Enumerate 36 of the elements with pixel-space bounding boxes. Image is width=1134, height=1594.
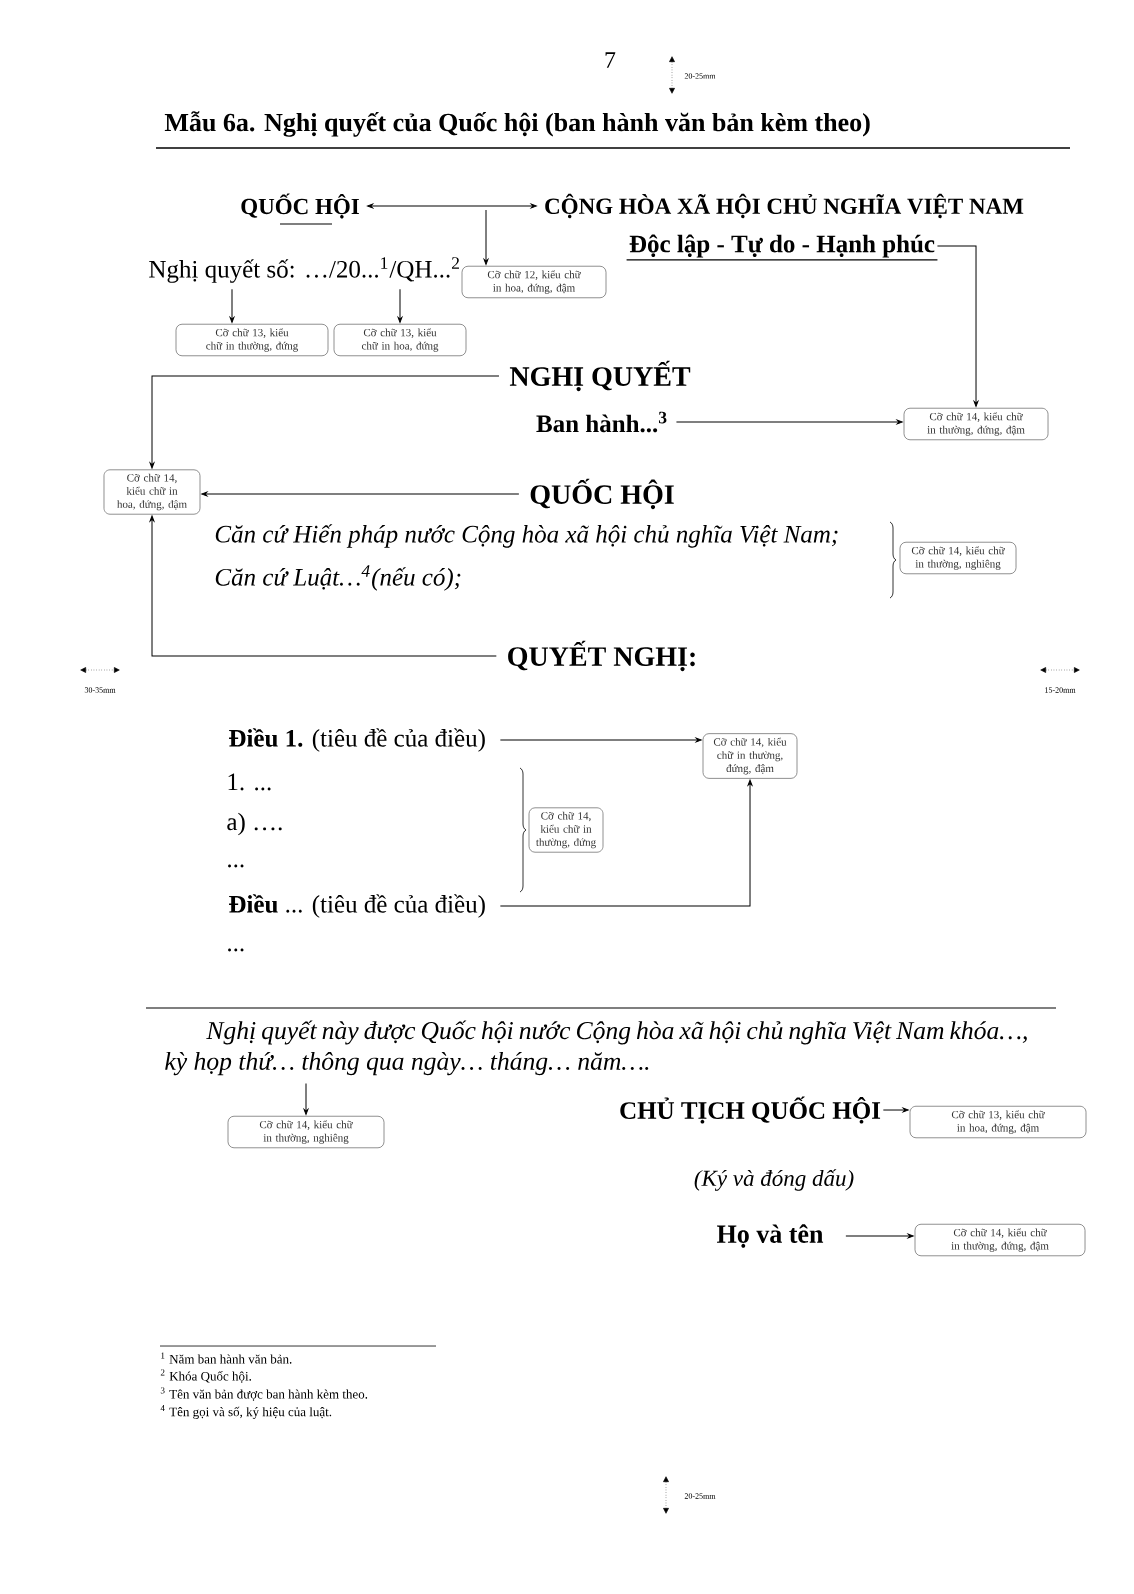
- clause-text: a) ….: [227, 812, 282, 836]
- arrow: [367, 203, 537, 209]
- legal-basis: Căn cứ Hiến pháp nước Cộng hòa xã hội chủ nghĩa Việt Nam;: [215, 524, 838, 548]
- arrow: [675, 419, 903, 425]
- arrow: [845, 1233, 914, 1239]
- arrow: [149, 515, 497, 657]
- closing-paragraph: Nghị quyết này được Quốc hội nước Cộng hòa xã hội chủ nghĩa Việt Nam khóa…, kỳ họp thứ… thông qua ngày… tháng… năm….: [165, 1020, 1027, 1076]
- article-heading: Điều 1. (tiêu đề của điều): [229, 728, 485, 752]
- agency-name: QUỐC HỘI: [241, 193, 359, 219]
- arrow: [936, 245, 979, 407]
- national-title: CỘNG HÒA XÃ HỘI CHỦ NGHĨA VIỆT NAM: [545, 193, 1024, 219]
- arrow: [483, 209, 489, 265]
- page-title: Mẫu 6a. Nghị quyết của Quốc hội (ban hành văn bản kèm theo): [164, 111, 870, 137]
- arrow: [149, 375, 500, 469]
- arrow: [201, 491, 520, 497]
- clause-text: ...: [228, 948, 244, 952]
- legal-basis: Căn cứ Luật…$^{4}$(nếu có);: [215, 565, 461, 591]
- motto: Độc lập - Tự do - Hạnh phúc: [629, 234, 935, 258]
- decision-heading: QUYẾT NGHỊ:: [508, 640, 695, 672]
- signature-note: (Ký và đóng dấu): [694, 1169, 854, 1191]
- arrow: [303, 1083, 309, 1115]
- arrow: [229, 288, 235, 323]
- arrow: [499, 779, 753, 907]
- document-type: NGHỊ QUYẾT: [509, 360, 691, 392]
- arrow: [882, 1107, 909, 1113]
- document-subject: Ban hành...$^{3}$: [536, 411, 667, 433]
- clause-text: 1. ...: [228, 773, 271, 791]
- signer-name: Họ và tên: [717, 1224, 824, 1248]
- signer-title: CHỦ TỊCH QUỐC HỘI: [620, 1096, 881, 1124]
- arrow: [499, 737, 702, 743]
- arrow: [397, 288, 403, 323]
- page-number: 7: [605, 52, 616, 68]
- agency-name: QUỐC HỘI: [530, 478, 674, 510]
- clause-text: ...: [228, 864, 244, 868]
- article-heading: Điều ... (tiêu đề của điều): [229, 894, 485, 918]
- document-number: Nghị quyết số: …/20...$^{1}$/QH...$^{2}$: [149, 257, 459, 283]
